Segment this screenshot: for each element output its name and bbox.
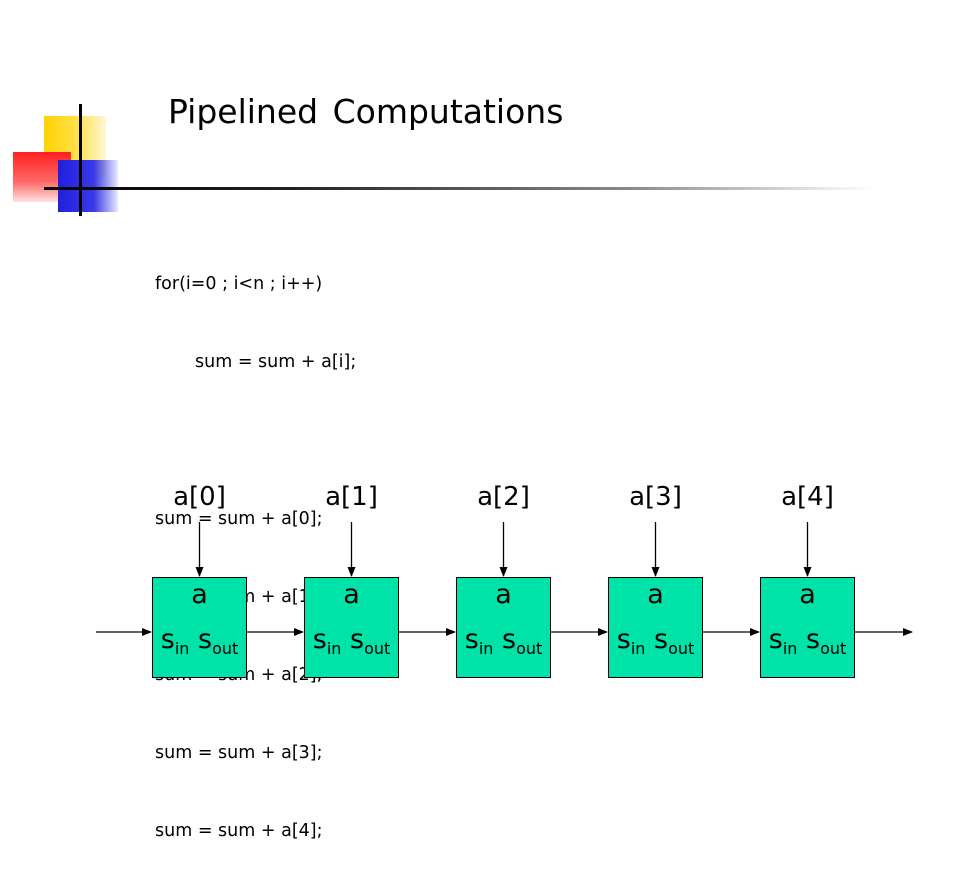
stage-signals: sin sout [768,624,847,658]
code-line: sum = sum + a[0]; [155,509,323,529]
s-out-subscript: out [516,639,543,658]
stage-signals: sin sout [616,624,695,658]
stage-input-label: a[4] [781,482,834,512]
code-line: sum = sum + a[4]; [155,821,323,841]
stage-signals: sin sout [312,624,391,658]
slide-title: Pipelined Computations [168,92,564,131]
s-out-subscript: out [212,639,239,658]
stage-signals: sin sout [160,624,239,658]
stage-box-label: a [343,579,360,610]
s-in-subscript: in [782,639,798,658]
logo-vertical-line [79,104,82,216]
pipeline-arrows [96,522,913,636]
code-line: sum = sum + a[3]; [155,743,323,763]
title-rule [44,187,874,190]
stage-box: a sin sout [608,577,703,678]
stage-input-label: a[0] [173,482,226,512]
stage-box-label: a [495,579,512,610]
s-in-subscript: in [326,639,342,658]
stage-box: a sin sout [456,577,551,678]
slide-logo [0,0,140,230]
s-out-subscript: out [364,639,391,658]
stage-input-label: a[2] [477,482,530,512]
stage-input-label: a[3] [629,482,682,512]
stage-box: a sin sout [760,577,855,678]
stage-box-label: a [799,579,816,610]
s-out-subscript: out [820,639,847,658]
code-line: sum = sum + a[i]; [195,352,357,372]
s-in-subscript: in [174,639,190,658]
s-in-subscript: in [478,639,494,658]
stage-signals: sin sout [464,624,543,658]
stage-box: a sin sout [152,577,247,678]
s-out-subscript: out [668,639,695,658]
logo-blue-square [58,160,118,212]
code-line: for(i=0 ; i<n ; i++) [155,274,323,294]
stage-box-label: a [191,579,208,610]
s-in-subscript: in [630,639,646,658]
stage-box-label: a [647,579,664,610]
stage-input-label: a[1] [325,482,378,512]
stage-box: a sin sout [304,577,399,678]
